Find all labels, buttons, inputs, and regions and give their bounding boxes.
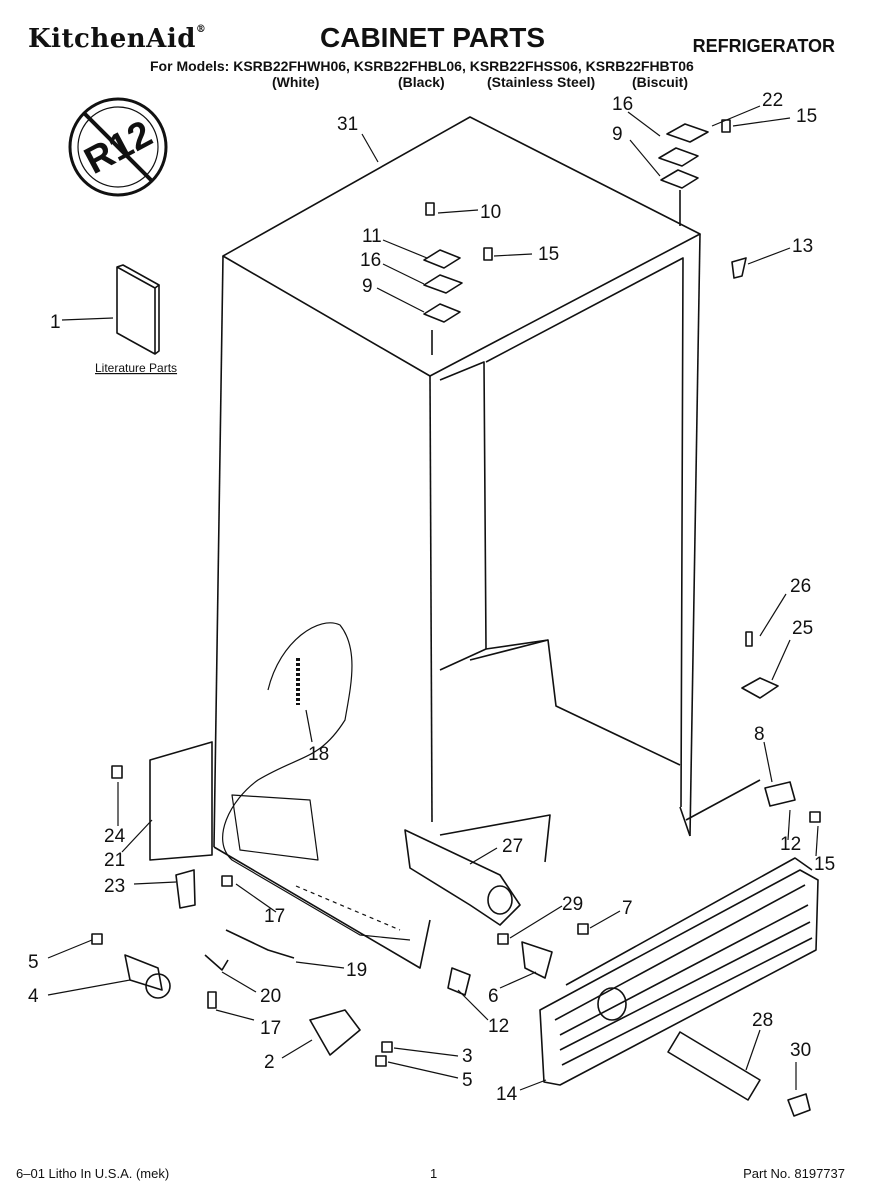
- part-label: 11: [362, 226, 382, 247]
- part-number-labels: 1 31 10 11 16 15 9 16 22 15 9 13 26 25 1…: [28, 90, 835, 1105]
- part-label: 14: [496, 1084, 518, 1105]
- part-label: 6: [488, 986, 499, 1007]
- part-label: 7: [622, 898, 633, 919]
- part-label: 15: [796, 106, 817, 127]
- finish-biscuit: (Biscuit): [632, 74, 688, 90]
- footer-page-number: 1: [430, 1166, 438, 1181]
- part-label: 29: [562, 894, 583, 915]
- part-label: 5: [28, 952, 39, 973]
- part-label: 2: [264, 1052, 275, 1073]
- appliance-type: REFRIGERATOR: [692, 36, 835, 56]
- finish-white: (White): [272, 74, 320, 90]
- part-label: 23: [104, 876, 125, 897]
- left-components: [91, 741, 589, 1067]
- part-label: 18: [308, 744, 329, 765]
- part-label: 17: [260, 1018, 281, 1039]
- part-label: 20: [260, 986, 281, 1007]
- literature-parts-label: Literature Parts: [95, 361, 177, 375]
- part-label: 21: [104, 850, 125, 871]
- part-label: 15: [814, 854, 835, 875]
- leader-lines: [47, 105, 819, 1091]
- r12-badge-text: R12: [78, 113, 159, 183]
- part-label: 28: [752, 1010, 773, 1031]
- part-label: 10: [480, 202, 501, 223]
- part-label: 27: [502, 836, 523, 857]
- part-label: 9: [362, 276, 373, 297]
- part-label: 12: [488, 1016, 509, 1037]
- part-label: 26: [790, 576, 811, 597]
- part-label: 24: [104, 826, 126, 847]
- upper-hinge-center: [423, 202, 493, 355]
- r12-badge: R12: [68, 97, 168, 197]
- part-label: 16: [360, 250, 381, 271]
- part-label: 13: [792, 236, 813, 257]
- model-list: For Models: KSRB22FHWH06, KSRB22FHBL06, …: [150, 58, 694, 74]
- filter-housing: [404, 829, 553, 996]
- part-label: 16: [612, 94, 633, 115]
- cutaway-view: [222, 622, 411, 941]
- cabinet-body: [213, 116, 761, 969]
- page-title: CABINET PARTS: [320, 22, 546, 53]
- part-label: 19: [346, 960, 367, 981]
- upper-hinge-right: [658, 119, 747, 279]
- part-label: 5: [462, 1070, 473, 1091]
- part-label: 15: [538, 244, 559, 265]
- lower-hinge-right: [741, 631, 821, 823]
- part-label: 31: [337, 114, 358, 135]
- part-label: 3: [462, 1046, 473, 1067]
- grille: [539, 857, 819, 1086]
- literature-book-icon: [116, 264, 160, 355]
- part-label: 8: [754, 724, 765, 745]
- part-label: 4: [28, 986, 39, 1007]
- finish-stainless: (Stainless Steel): [487, 74, 596, 90]
- part-label: 25: [792, 618, 813, 639]
- part-label: 30: [790, 1040, 811, 1061]
- part-label: 1: [50, 312, 61, 333]
- water-filter: [667, 1031, 811, 1117]
- footer-print-info: 6–01 Litho In U.S.A. (mek): [16, 1166, 170, 1181]
- finish-black: (Black): [398, 74, 445, 90]
- part-label: 17: [264, 906, 285, 927]
- brand-logo: KitchenAid®: [28, 24, 207, 54]
- part-label: 22: [762, 90, 783, 111]
- part-label: 12: [780, 834, 801, 855]
- part-label: 9: [612, 124, 623, 145]
- footer-part-number: Part No. 8197737: [743, 1166, 845, 1181]
